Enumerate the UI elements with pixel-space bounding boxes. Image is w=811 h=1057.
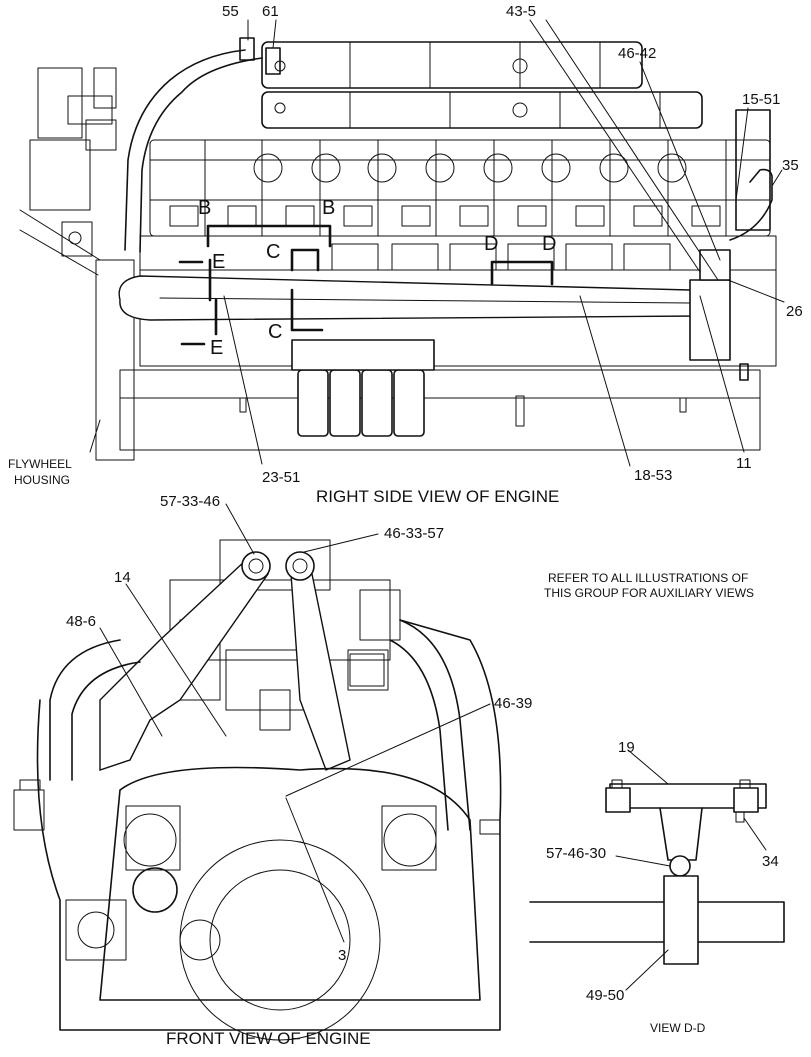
section-letter-c-bottom: C (268, 321, 282, 343)
bolt-57-46-30 (669, 855, 691, 877)
flat-plate (529, 901, 785, 943)
oil-filters (291, 339, 435, 437)
section-letter-b-left: B (198, 197, 211, 219)
callout-46-42: 46-42 (618, 45, 656, 62)
callout-11: 11 (736, 455, 752, 472)
left-front-pipe (99, 559, 269, 771)
thermostat-elbow (132, 867, 178, 913)
callout-48-6: 48-6 (66, 613, 96, 630)
front-pump-right (383, 813, 437, 867)
water-pump (65, 899, 127, 961)
callout-35: 35 (782, 157, 799, 174)
flywheel-housing-label-1: FLYWHEEL (8, 457, 72, 471)
section-letter-b-right: B (322, 197, 335, 219)
callout-46-33-57: 46-33-57 (384, 525, 444, 542)
right-front-pipe (289, 558, 351, 771)
front-cover (99, 766, 481, 1001)
section-letter-e-bottom: E (210, 337, 223, 359)
callout-61: 61 (262, 3, 279, 20)
flywheel-housing-label-2: HOUSING (14, 473, 70, 487)
right-view-leaders (89, 19, 785, 467)
view-dd-leaders (615, 749, 767, 991)
section-letter-d-right: D (542, 233, 556, 255)
callout-55: 55 (222, 3, 239, 20)
section-letter-d-left: D (484, 233, 498, 255)
front-view-title: FRONT VIEW OF ENGINE (166, 1029, 371, 1048)
callout-26: 26 (786, 303, 803, 320)
callout-57-46-30: 57-46-30 (546, 845, 606, 862)
callout-34: 34 (762, 853, 779, 870)
pipe-flange-left (241, 551, 271, 581)
front-view-leaders (99, 503, 491, 943)
section-letter-e-top: E (212, 251, 225, 273)
front-view: 57-33-46 46-33-57 14 48-6 46-39 3 FRONT … (13, 493, 532, 1048)
callout-14: 14 (114, 569, 131, 586)
callout-15-51: 15-51 (742, 91, 780, 108)
callout-57-33-46: 57-33-46 (160, 493, 220, 510)
callout-19: 19 (618, 739, 635, 756)
callout-3: 3 (338, 947, 346, 964)
thermostat-housing (689, 109, 773, 381)
section-letter-c-top: C (266, 241, 280, 263)
pipe-flange-right (285, 551, 315, 581)
section-markers (178, 224, 554, 346)
damper-inner (209, 869, 351, 1011)
right-side-view: B B C C D D E E 55 61 43-5 46-42 15-51 3… (8, 3, 803, 506)
callout-43-5: 43-5 (506, 3, 536, 20)
flywheel-housing-accessories (19, 67, 135, 461)
callout-18-53: 18-53 (634, 467, 672, 484)
fitting-55 (239, 37, 255, 61)
right-side-view-title: RIGHT SIDE VIEW OF ENGINE (316, 487, 559, 506)
upper-manifold (261, 41, 643, 89)
view-dd: 19 57-46-30 34 49-50 VIEW D-D (529, 739, 785, 1035)
front-pump-left (123, 813, 177, 867)
auxiliary-note-line2: THIS GROUP FOR AUXILIARY VIEWS (544, 586, 754, 600)
callout-23-51: 23-51 (262, 469, 300, 486)
support-post (663, 875, 699, 965)
callout-46-39: 46-39 (494, 695, 532, 712)
callout-49-50: 49-50 (586, 987, 624, 1004)
view-dd-title: VIEW D-D (650, 1021, 706, 1035)
auxiliary-note-line1: REFER TO ALL ILLUSTRATIONS OF (548, 571, 748, 585)
front-housing-outline (36, 619, 502, 1031)
middle-manifold (261, 91, 703, 129)
coolant-pipe-top (124, 49, 246, 251)
